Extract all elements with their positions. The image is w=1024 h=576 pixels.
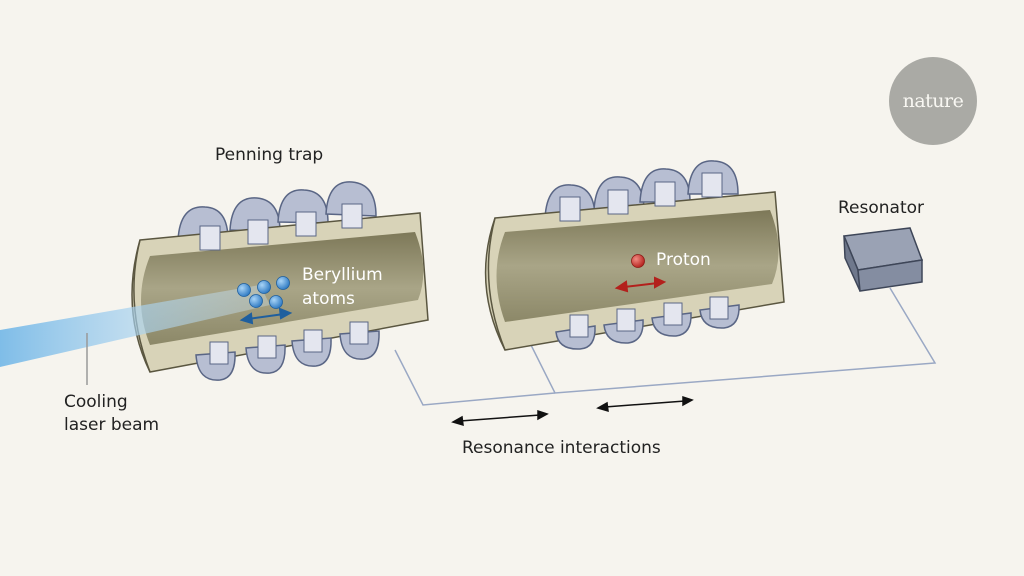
beryllium-label-line2: atoms	[302, 289, 355, 309]
cooling-label-line2: laser beam	[64, 415, 160, 435]
nature-logo-text: nature	[902, 90, 964, 112]
resonance-arrow-right	[596, 395, 694, 413]
beryllium-atoms	[237, 276, 290, 309]
beryllium-label-line1: Beryllium	[302, 265, 383, 285]
beryllium-atom	[237, 283, 251, 297]
wiring	[394, 287, 937, 406]
nature-logo: nature	[889, 57, 977, 145]
beryllium-atom	[249, 294, 263, 308]
beryllium-motion-arrow	[239, 307, 293, 325]
resonance-interactions-label: Resonance interactions	[462, 438, 661, 458]
beryllium-atom	[269, 295, 283, 309]
proton-particle	[631, 254, 645, 268]
resonance-arrow-left	[451, 409, 549, 427]
wire-left-trap	[394, 349, 556, 406]
beryllium-atom	[257, 280, 271, 294]
proton-label: Proton	[656, 250, 711, 270]
cooling-label-line1: Cooling	[64, 392, 128, 412]
wire-right-trap	[524, 287, 937, 394]
resonator-label: Resonator	[838, 198, 925, 218]
proton-motion-arrow	[614, 276, 667, 293]
cooling-laser-beam	[0, 285, 270, 367]
beryllium-atom	[276, 276, 290, 290]
penning-trap-label: Penning trap	[215, 145, 324, 165]
resonator-box	[842, 227, 924, 292]
